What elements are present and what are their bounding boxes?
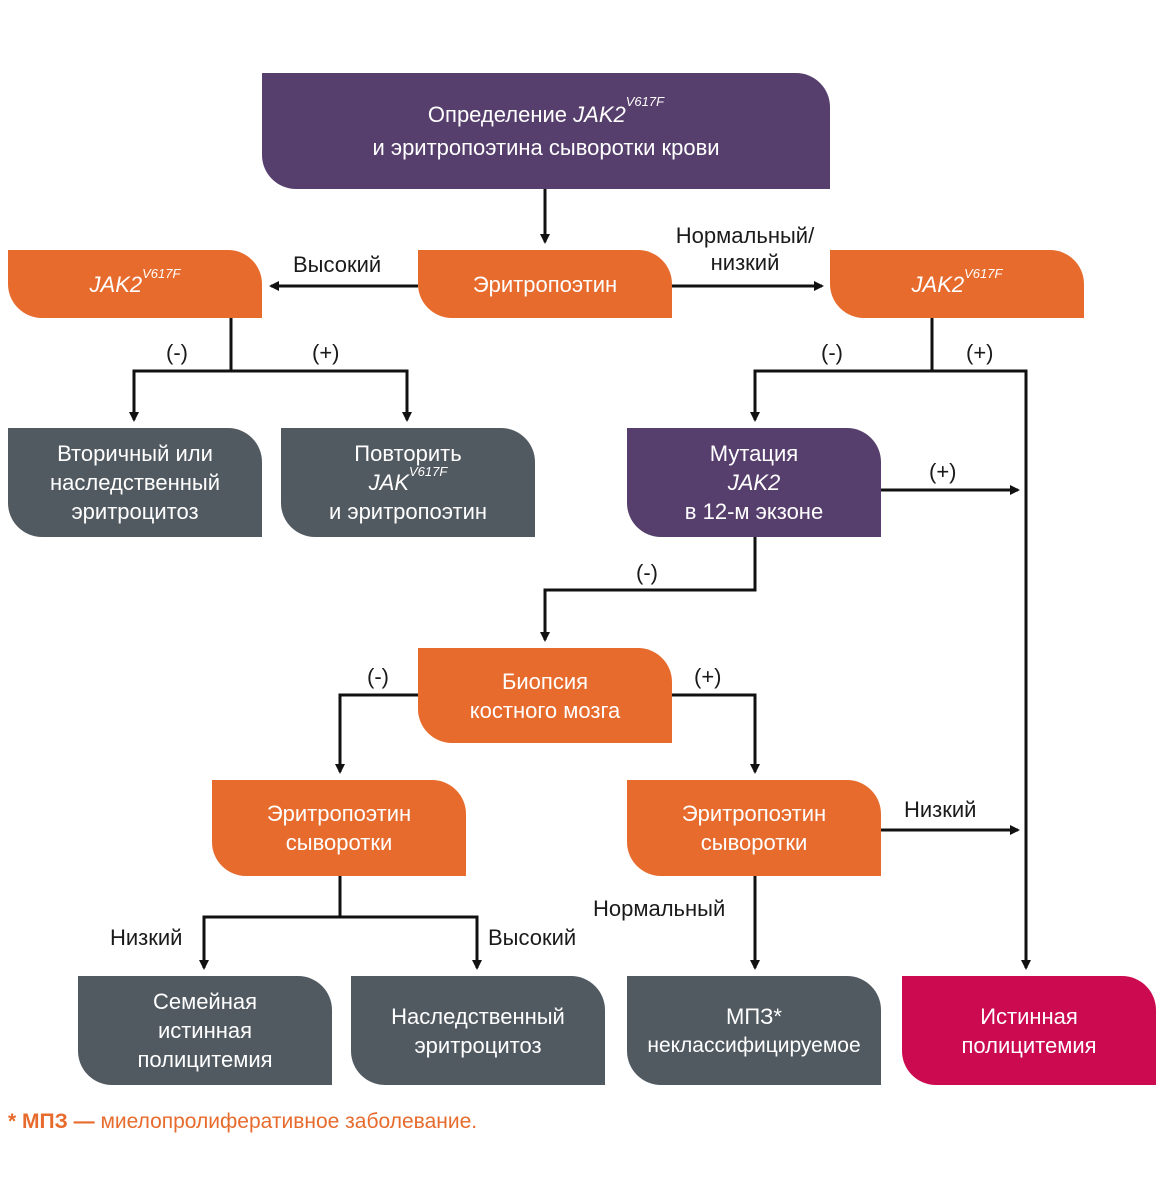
edge-label-left-neg: (-) xyxy=(166,340,188,365)
node-true-pv: Истинная полицитемия xyxy=(902,976,1156,1085)
node-hereditary: Наследственный эритроцитоз xyxy=(351,976,605,1085)
node-familial-line2: истинная xyxy=(157,1018,253,1043)
edge-jak2-left-neg xyxy=(129,369,231,422)
edge-label-low-left: Низкий xyxy=(110,925,183,950)
node-mutation: Мутация JAK2 в 12-м экзоне xyxy=(627,428,881,537)
edge-jak2-left-pos xyxy=(231,369,412,422)
node-true-pv-line1: Истинная xyxy=(980,1003,1078,1029)
node-repeat-line3: и эритропоэтин xyxy=(328,499,488,524)
node-biopsy-line1: Биопсия xyxy=(501,668,589,694)
edge-label-normal-low: Нормальный/ низкий xyxy=(668,222,822,276)
edge-label-right-neg: (-) xyxy=(821,340,843,365)
node-mutation-line1: Мутация xyxy=(709,441,799,466)
edge-label-left-pos: (+) xyxy=(312,340,340,365)
node-hereditary-line2: эритроцитоз xyxy=(414,1032,542,1058)
node-repeat-line1: Повторить xyxy=(354,441,462,466)
edge-label-biopsy-pos: (+) xyxy=(694,664,722,689)
footnote: * МПЗ — миелопролиферативное заболевание… xyxy=(8,1110,477,1134)
edge-label-low-right: Низкий xyxy=(904,797,977,822)
node-familial-line1: Семейная xyxy=(152,989,258,1014)
edge-jak2-right-pos xyxy=(932,369,1031,970)
node-start-line1: Определение JAK2V617F xyxy=(427,94,665,127)
footnote-text: миелопролиферативное заболевание. xyxy=(100,1110,478,1133)
node-mpz: МПЗ* неклассифицируемое xyxy=(627,976,881,1085)
node-epo-label: Эритропоэтин xyxy=(472,271,618,297)
edge-serum-left-low xyxy=(199,915,340,970)
edge-label-normal-low-2: низкий xyxy=(710,250,780,275)
node-jak2-right-label: JAK2V617F xyxy=(911,265,1003,297)
node-familial-line3: полицитемия xyxy=(137,1047,273,1072)
node-secondary-line1: Вторичный или xyxy=(57,441,213,466)
node-true-pv-line2: полицитемия xyxy=(961,1032,1097,1058)
edge-label-right-pos: (+) xyxy=(966,340,994,365)
node-epo-serum-right: Эритропоэтин сыворотки xyxy=(627,780,881,876)
footnote-abbr: * МПЗ — xyxy=(8,1110,95,1133)
node-biopsy: Биопсия костного мозга xyxy=(418,648,672,743)
edge-label-biopsy-neg: (-) xyxy=(367,664,389,689)
edge-label-high-top: Высокий xyxy=(293,252,382,277)
edge-label-normal-low-1: Нормальный/ xyxy=(675,223,815,248)
node-biopsy-line2: костного мозга xyxy=(469,697,621,723)
edge-label-mutation-neg: (-) xyxy=(636,560,658,585)
node-epo-serum-right-line1: Эритропоэтин xyxy=(681,801,827,826)
node-mutation-line3: в 12-м экзоне xyxy=(684,499,824,524)
node-start-line2: и эритропоэтина сыворотки крови xyxy=(372,135,720,160)
node-epo-serum-left-line2: сыворотки xyxy=(285,830,393,855)
edge-serum-left-high xyxy=(340,915,482,970)
edge-biopsy-pos xyxy=(672,693,760,774)
edge-label-normal-right: Нормальный xyxy=(593,896,726,921)
node-mpz-line2: неклассифицируемое xyxy=(647,1033,861,1057)
node-jak2-left-label: JAK2V617F xyxy=(89,265,181,297)
node-start: Определение JAK2V617F и эритропоэтина сы… xyxy=(262,73,830,189)
node-hereditary-line1: Наследственный xyxy=(391,1003,565,1029)
edge-jak2-right-neg xyxy=(750,369,932,422)
node-jak2-left: JAK2V617F xyxy=(8,250,262,318)
edge-label-mutation-pos: (+) xyxy=(929,459,957,484)
node-epo-serum-left: Эритропоэтин сыворотки xyxy=(212,780,466,876)
edge-mutation-neg xyxy=(540,537,757,642)
node-epo-serum-right-line2: сыворотки xyxy=(700,830,808,855)
edge-label-high-left: Высокий xyxy=(488,925,577,950)
node-epo-serum-left-line1: Эритропоэтин xyxy=(266,801,412,826)
node-secondary: Вторичный или наследственный эритроцитоз xyxy=(8,428,262,537)
node-mutation-line2: JAK2 xyxy=(727,470,781,495)
edge-biopsy-neg xyxy=(335,693,418,774)
node-repeat: Повторить JAKV617F и эритропоэтин xyxy=(281,428,535,537)
node-familial: Семейная истинная полицитемия xyxy=(78,976,332,1085)
node-epo: Эритропоэтин xyxy=(418,250,672,318)
node-repeat-line2: JAKV617F xyxy=(368,464,448,495)
node-mpz-line1: МПЗ* xyxy=(726,1003,782,1029)
node-jak2-right: JAK2V617F xyxy=(830,250,1084,318)
node-secondary-line2: наследственный xyxy=(50,470,220,495)
node-secondary-line3: эритроцитоз xyxy=(71,499,199,524)
